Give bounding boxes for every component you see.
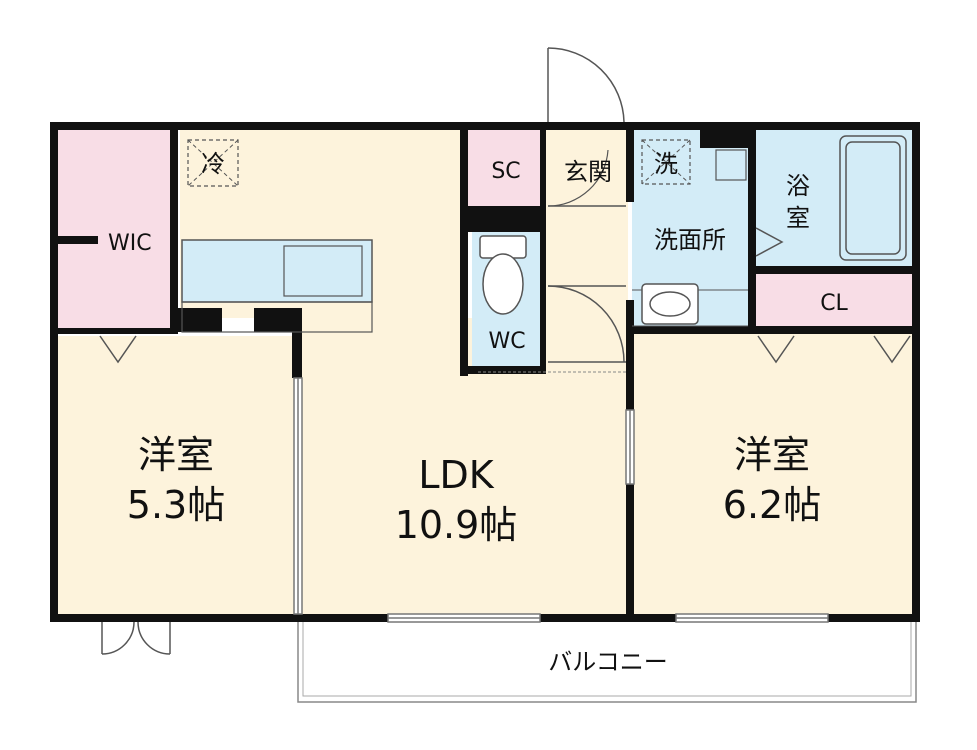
wic-label: WIC — [108, 231, 152, 256]
entrance-door-icon — [547, 47, 625, 123]
wash-basin-icon — [641, 283, 699, 325]
toilet-icon — [479, 235, 527, 315]
kitchen-counter — [181, 239, 373, 333]
cl-floor — [756, 274, 912, 326]
ldk-name: LDK — [418, 453, 494, 497]
balcony-label: バルコニー — [548, 648, 668, 676]
bath-floor — [756, 130, 912, 266]
washroom-label: 洗面所 — [654, 226, 726, 254]
western-left-name: 洋室 — [138, 433, 214, 477]
bath-label-line1: 浴 — [786, 172, 810, 200]
western-left-floor — [58, 336, 298, 614]
sc-label: SC — [491, 159, 520, 184]
bath-label-line2: 室 — [786, 204, 810, 232]
fridge-space — [187, 139, 239, 187]
ldk-size: 10.9帖 — [395, 503, 518, 547]
bathtub-icon — [839, 135, 907, 261]
washer-space — [641, 139, 691, 185]
exterior-door-icon — [101, 621, 171, 655]
western-right-name: 洋室 — [734, 433, 810, 477]
sliding-doors — [293, 377, 829, 623]
western-right-size: 6.2帖 — [723, 483, 821, 527]
western-right-floor — [632, 334, 912, 614]
wic-floor — [58, 130, 176, 328]
balcony-area — [297, 617, 917, 703]
hall-floor — [544, 206, 628, 372]
cl-label: CL — [820, 291, 848, 316]
entrance-label: 玄関 — [564, 158, 612, 186]
washer-symbol: 洗 — [654, 150, 678, 178]
wc-door-icon — [547, 285, 626, 363]
fridge-symbol: 冷 — [201, 150, 225, 178]
western-left-size: 5.3帖 — [127, 483, 225, 527]
sc-floor — [464, 130, 544, 206]
wc-label: WC — [488, 329, 525, 354]
